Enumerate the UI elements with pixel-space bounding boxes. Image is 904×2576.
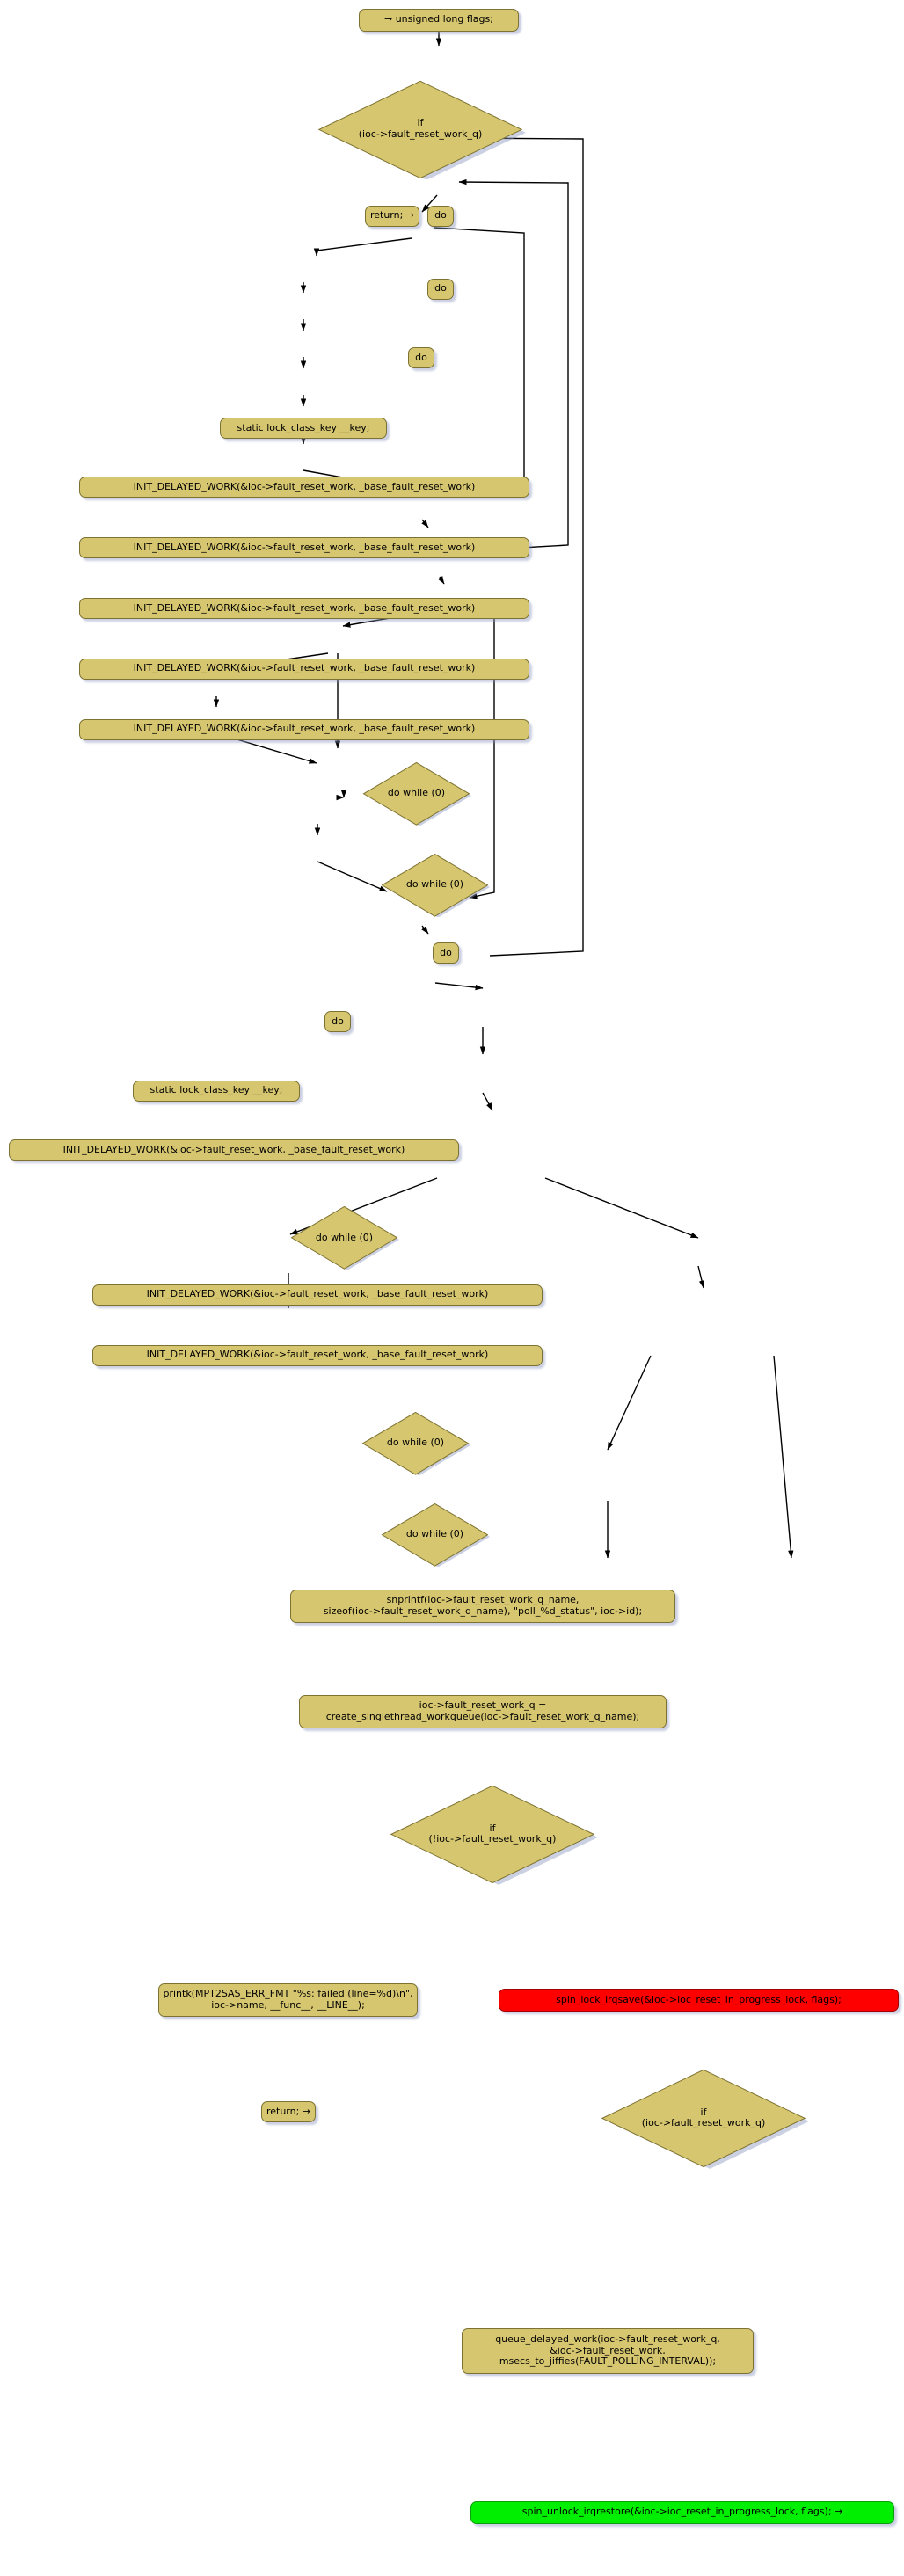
node-label: static lock_class_key __key; [149,1084,283,1096]
node-label: snprintf(ioc->fault_reset_work_q_name, s… [323,1594,643,1617]
process-node: INIT_DELAYED_WORK(&ioc->fault_reset_work… [79,537,529,559]
process-node: static lock_class_key __key; [220,418,387,440]
node-label: do while (0) [405,878,464,891]
node-label: if (ioc->fault_reset_work_q) [641,2106,766,2129]
node-label: return; → [369,209,415,222]
diamond-shape [315,79,526,180]
node-label: INIT_DELAYED_WORK(&ioc->fault_reset_work… [133,481,476,493]
node-label: do [434,209,447,222]
decision-node: if (ioc->fault_reset_work_q) [598,2068,809,2169]
node-label: → unsigned long flags; [384,13,493,25]
process-node: INIT_DELAYED_WORK(&ioc->fault_reset_work… [79,598,529,619]
node-label: INIT_DELAYED_WORK(&ioc->fault_reset_work… [133,723,476,735]
decision-node: if (ioc->fault_reset_work_q) [315,79,526,180]
decision-node: if (!ioc->fault_reset_work_q) [387,1784,598,1885]
decision-node: do while (0) [361,1411,470,1476]
node-label: if (ioc->fault_reset_work_q) [358,117,483,140]
process-node: INIT_DELAYED_WORK(&ioc->fault_reset_work… [79,658,529,680]
node-label: INIT_DELAYED_WORK(&ioc->fault_reset_work… [146,1288,489,1300]
process-node: spin_lock_irqsave(&ioc->ioc_reset_in_pro… [499,1989,899,2012]
process-node: INIT_DELAYED_WORK(&ioc->fault_reset_work… [92,1284,543,1306]
diamond-shape [289,1205,399,1270]
node-label: INIT_DELAYED_WORK(&ioc->fault_reset_work… [146,1349,489,1361]
node-label: printk(MPT2SAS_ERR_FMT "%s: failed (line… [163,1988,413,2011]
process-node: do [324,1011,351,1033]
process-node: static lock_class_key __key; [133,1080,300,1102]
process-node: do [427,205,454,227]
diamond-shape [361,761,471,826]
process-node: do [408,347,434,369]
process-node: snprintf(ioc->fault_reset_work_q_name, s… [290,1590,675,1623]
node-label: return; → [266,2106,311,2118]
process-node: INIT_DELAYED_WORK(&ioc->fault_reset_work… [79,477,529,498]
process-node: spin_unlock_irqrestore(&ioc->ioc_reset_i… [470,2500,894,2524]
process-node: INIT_DELAYED_WORK(&ioc->fault_reset_work… [9,1139,459,1161]
process-node: → unsigned long flags; [359,8,519,32]
process-node: return; → [365,205,419,227]
decision-node: do while (0) [289,1205,399,1270]
decision-node: do while (0) [380,853,490,918]
process-node: printk(MPT2SAS_ERR_FMT "%s: failed (line… [158,1983,418,2017]
diamond-shape [380,1503,490,1568]
node-label: ioc->fault_reset_work_q = create_singlet… [325,1699,640,1722]
diamond-shape [387,1784,598,1885]
process-node: do [427,278,454,300]
node-label: INIT_DELAYED_WORK(&ioc->fault_reset_work… [133,541,476,553]
process-node: INIT_DELAYED_WORK(&ioc->fault_reset_work… [92,1344,543,1366]
process-node: return; → [261,2101,316,2123]
node-label: INIT_DELAYED_WORK(&ioc->fault_reset_work… [62,1143,405,1155]
process-node: INIT_DELAYED_WORK(&ioc->fault_reset_work… [79,718,529,740]
node-label: do [434,282,447,295]
node-label: do while (0) [405,1528,464,1540]
process-node: queue_delayed_work(ioc->fault_reset_work… [462,2328,754,2374]
node-label: do while (0) [315,1231,374,1243]
node-label: spin_unlock_irqrestore(&ioc->ioc_reset_i… [521,2506,843,2518]
decision-node: do while (0) [380,1503,490,1568]
node-label: static lock_class_key __key; [237,421,370,433]
diamond-shape [598,2068,809,2169]
node-label: queue_delayed_work(ioc->fault_reset_work… [495,2333,720,2368]
node-label: spin_lock_irqsave(&ioc->ioc_reset_in_pro… [556,1994,842,2006]
node-label: do [440,946,452,958]
process-node: do [433,942,459,964]
node-label: do [332,1015,344,1028]
process-node: ioc->fault_reset_work_q = create_singlet… [299,1695,667,1728]
node-label: INIT_DELAYED_WORK(&ioc->fault_reset_work… [133,601,476,614]
node-label: do [415,351,427,363]
node-label: INIT_DELAYED_WORK(&ioc->fault_reset_work… [133,662,476,674]
diamond-shape [361,1411,470,1476]
node-label: do while (0) [386,1437,445,1449]
node-label: if (!ioc->fault_reset_work_q) [428,1822,557,1845]
decision-node: do while (0) [361,761,471,826]
node-label: do while (0) [387,787,446,799]
diamond-shape [380,853,490,918]
